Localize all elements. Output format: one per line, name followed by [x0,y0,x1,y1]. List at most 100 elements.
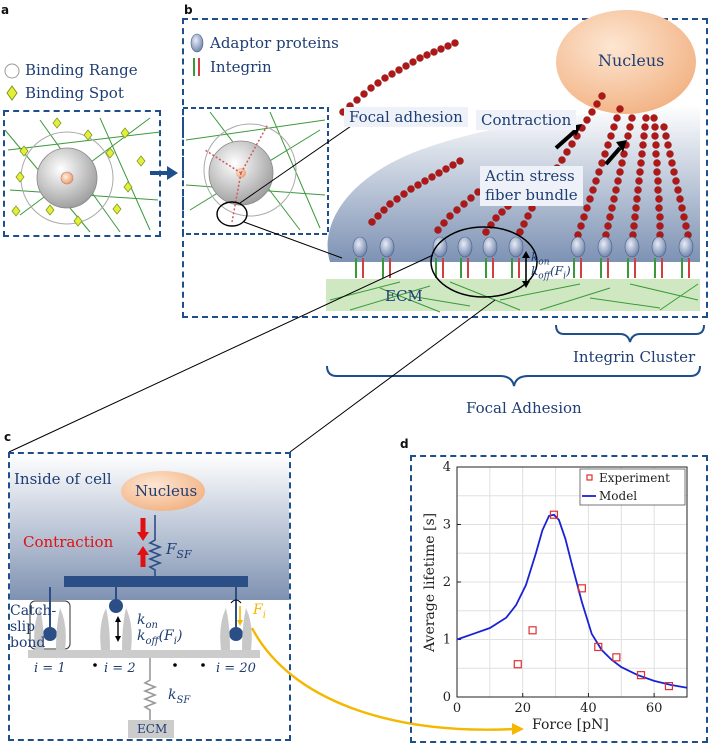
binding-spots [11,117,146,227]
model-line [456,513,688,689]
actin-label-line2: fiber bundle [485,186,578,204]
ecm-band [326,279,700,311]
k-off-c-close: ) [176,628,183,644]
legend-experiment-label: Experiment [599,471,670,485]
contraction-label-c: Contraction [23,533,114,551]
experiment-point [528,626,537,635]
k-on-k: k [531,250,539,264]
experiment-point [612,653,621,662]
legend-binding-spot: Binding Spot [25,84,124,102]
inset-zoom-ellipse [216,201,248,227]
focal-adhesion-label: Focal adhesion [344,107,468,127]
clutch-2-head [109,599,123,613]
k-off-label-c: koff(Fi) [137,628,182,647]
k-off-c-sub: off [145,635,159,647]
panel-letter-d: d [400,437,409,451]
inside-of-cell-label: Inside of cell [14,470,112,488]
actin-fiber-10 [660,123,692,239]
experiment-point [664,681,674,691]
k-on-label-c: kon [137,612,158,631]
panel-c-frame [8,452,291,741]
k-on-sub: on [538,257,550,268]
panel-a-legend-glyphs [4,63,20,101]
f-i-f: F [253,602,263,618]
actin-fiber-9 [650,114,664,239]
k-off-arg-sub: i [563,271,566,282]
k-sf-k: k [168,687,177,703]
ecm-block-c [128,720,174,738]
integrin-legend-icon [193,58,200,76]
top-rigid-bar [64,576,248,587]
yellow-link-curve [250,627,516,731]
actin-label-line1: Actin stress [485,167,575,185]
spring-f-sf [147,515,163,578]
f-sf-label: FSF [166,540,192,561]
actin-fiber-6 [574,105,624,239]
k-off-sub: off [538,271,551,282]
k-sf-label: kSF [168,687,190,706]
panel-letter-c: c [4,430,12,444]
legend-adaptor-proteins: Adaptor proteins [210,34,339,52]
binding-spot-icon [6,85,18,101]
f-i-label: Fi [253,602,266,621]
legend-box [579,468,686,506]
chart-y-label: Average lifetime [s] [422,512,438,652]
k-on-c-k: k [137,612,146,628]
nucleus-shape [556,10,696,114]
adaptor-integrin-row [352,236,694,278]
catch-slip-line3: bond [10,635,46,651]
ecm-label-b: ECM [385,287,423,305]
bottom-substrate-bar [28,650,260,658]
spring-k-sf [142,658,158,720]
focal-adhesion-brace [326,365,701,387]
k-off-c-arg: (F [158,628,174,644]
f-sf-f: F [166,540,177,558]
clutch-1-head [43,627,57,641]
catch-slip-line2: slip [10,619,36,635]
cell-nucleus-small [60,171,74,185]
index-i20: i = 20 [216,661,256,676]
legend-integrin: Integrin [210,58,272,76]
legend-experiment-marker [586,474,593,481]
focal-adhesion-bottom-label: Focal Adhesion [466,399,582,417]
index-i1: i = 1 [34,661,66,676]
adaptor-group-2 [570,236,694,278]
f-sf-sub: SF [176,548,192,561]
panel-letter-b: b [184,3,193,17]
binding-range-icon [4,63,20,79]
actin-fiber-3 [434,188,482,234]
x-tick-label: 60 [646,701,663,716]
k-off-c-arg-sub: i [173,635,177,647]
inset-fibers-red [204,123,269,223]
contraction-label-b: Contraction [476,110,577,130]
actin-fibers [339,39,692,239]
integrin-cluster-label: Integrin Cluster [573,348,696,366]
k-off-c-k: k [137,628,146,644]
experiment-point [513,660,522,669]
nucleus-label: Nucleus [598,51,665,70]
catch-slip-line1: Catch- [10,603,57,619]
k-off-label-b: koff(Fi) [531,264,571,281]
legend-binding-range: Binding Range [25,61,138,79]
index-i2: i = 2 [104,661,136,676]
y-tick-label: 0 [443,690,451,705]
x-tick-label: 20 [514,701,531,716]
catch-slip-bond-label: Catch- slip bond [10,603,56,651]
experiment-point [594,642,603,652]
panel-d-frame [410,455,708,743]
panel-letter-a: a [1,3,10,17]
contraction-arrows-c [137,518,149,567]
y-tick-label: 2 [443,575,451,590]
x-tick-label: 40 [580,701,597,716]
y-tick-label: 3 [443,518,451,533]
legend-model-label: Model [599,489,637,503]
k-sf-sub: SF [176,694,191,706]
y-tick-label: 1 [443,633,451,648]
clutch-20-head [229,627,243,641]
actin-fiber-1 [339,39,459,116]
